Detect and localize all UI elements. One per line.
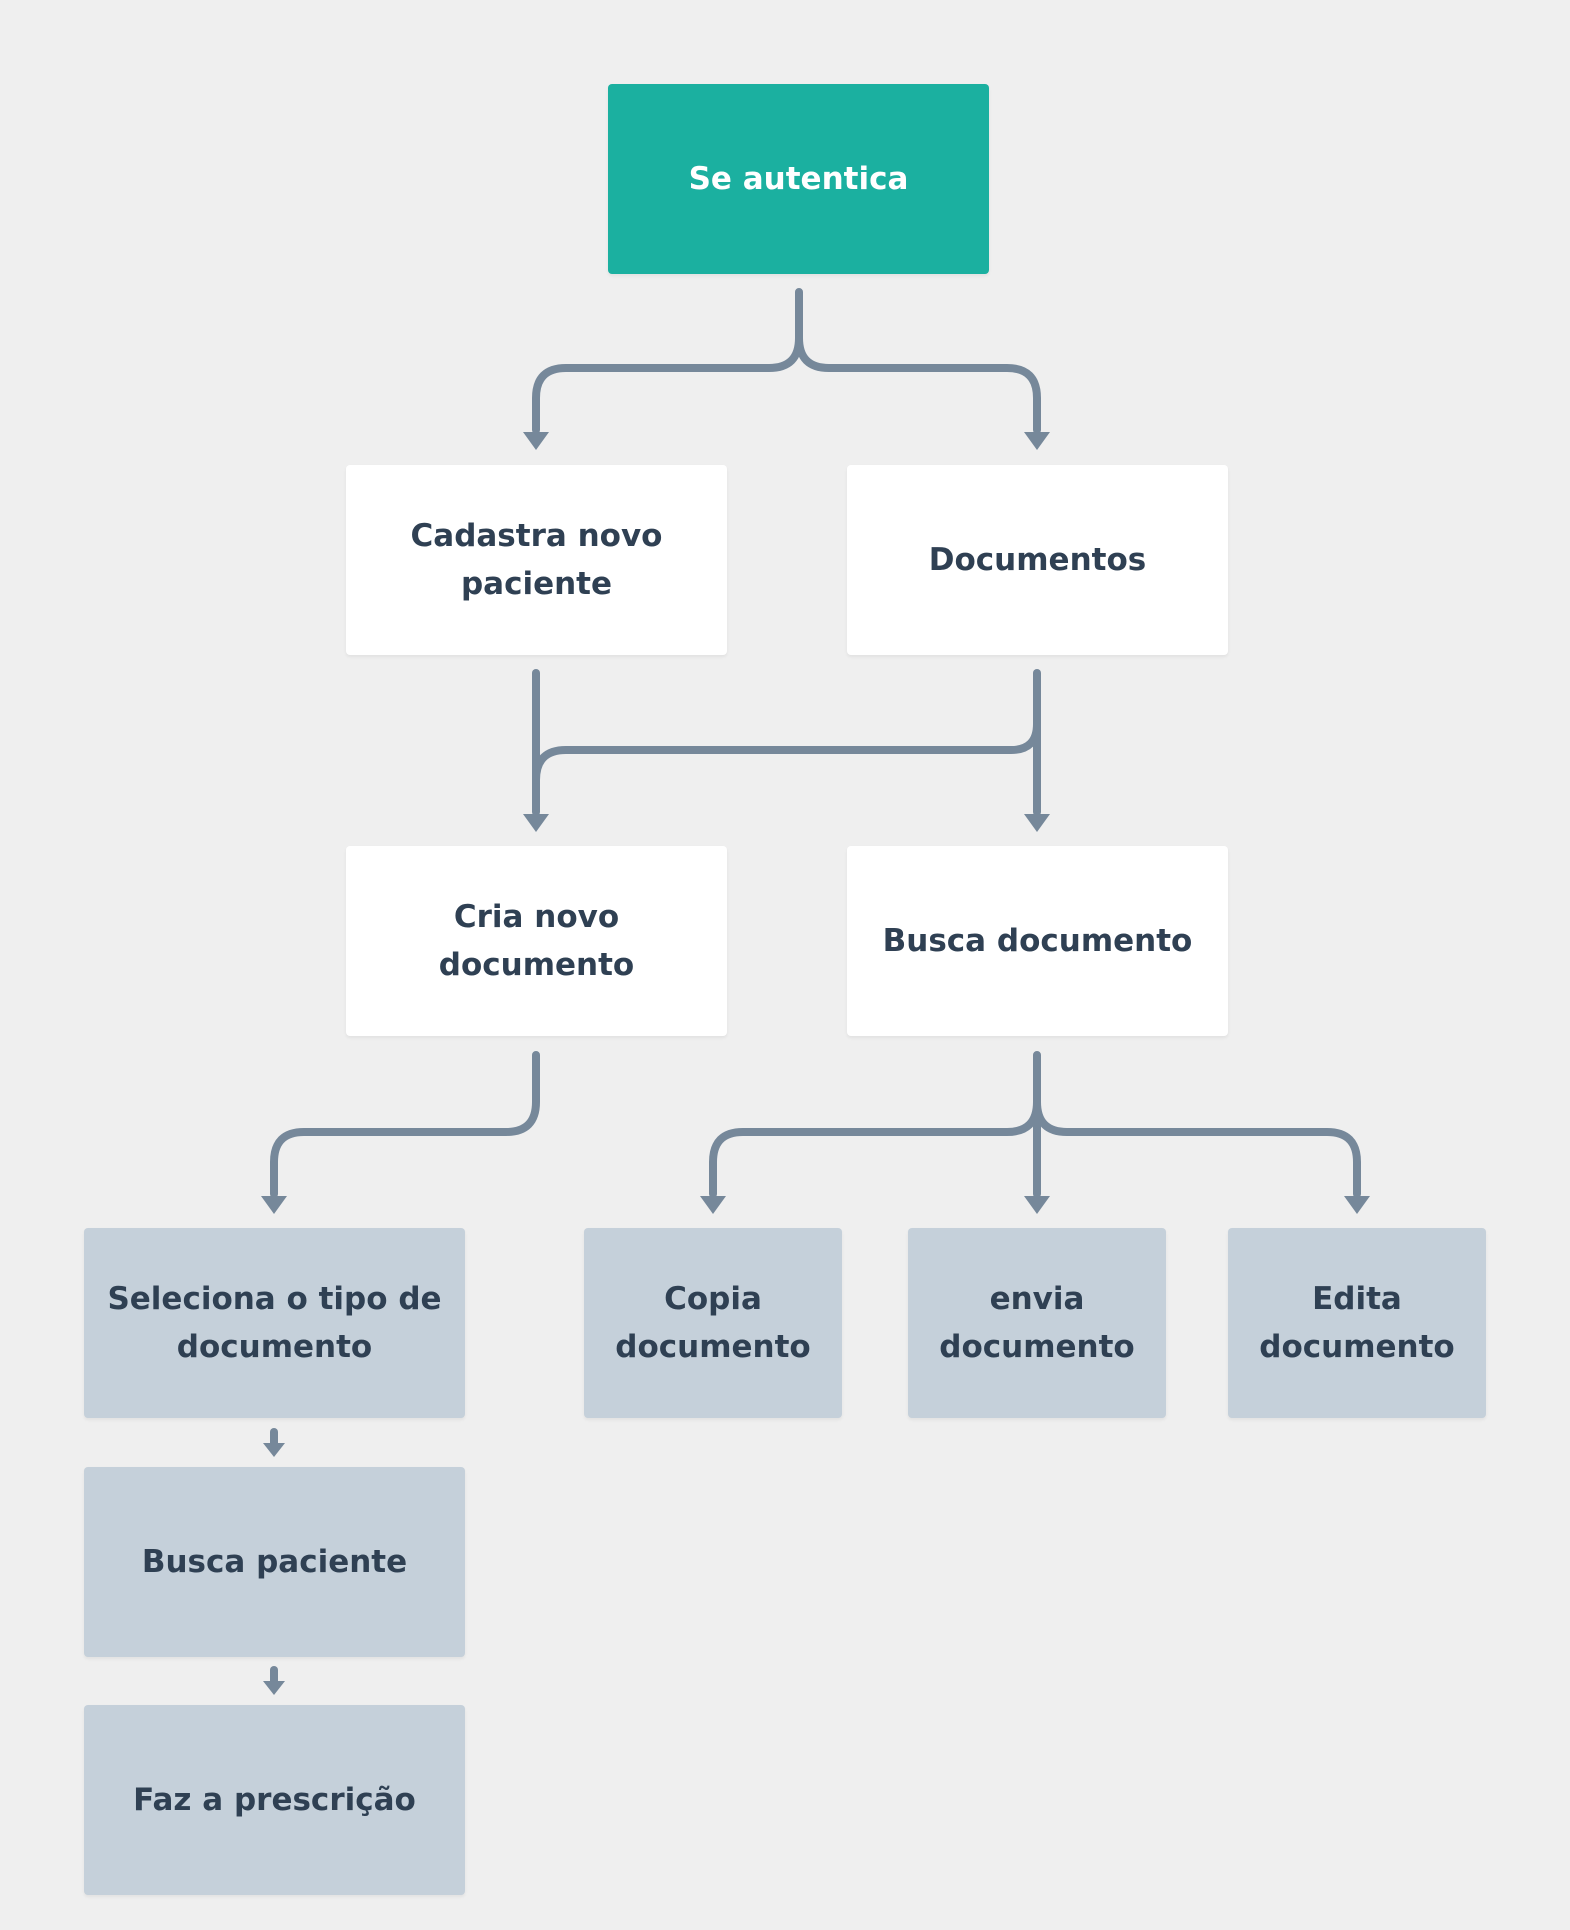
node-label: Cria novo documento <box>438 899 635 983</box>
node-documentos[interactable]: Documentos <box>847 465 1228 655</box>
arrowhead-to-busca-paciente <box>263 1443 285 1457</box>
arrowhead-auth-cadastra <box>523 432 549 450</box>
node-label: Se autentica <box>688 161 909 197</box>
node-edita-documento[interactable]: Edita documento <box>1228 1228 1486 1418</box>
node-label: Edita documento <box>1259 1281 1455 1365</box>
node-label: envia documento <box>939 1281 1135 1365</box>
node-label: Busca documento <box>882 923 1193 959</box>
node-cria-novo-documento[interactable]: Cria novo documento <box>346 846 727 1036</box>
node-faz-a-prescricao[interactable]: Faz a prescrição <box>84 1705 465 1895</box>
connector-busca-split <box>709 1051 1361 1198</box>
arrowhead-to-cria <box>523 814 549 832</box>
node-label: Documentos <box>928 542 1147 578</box>
node-cadastra-novo-paciente[interactable]: Cadastra novo paciente <box>346 465 727 655</box>
arrowhead-to-edita <box>1344 1196 1370 1214</box>
node-busca-documento[interactable]: Busca documento <box>847 846 1228 1036</box>
arrowhead-to-envia <box>1024 1196 1050 1214</box>
arrowhead-to-faz-prescricao <box>263 1681 285 1695</box>
node-se-autentica[interactable]: Se autentica <box>608 84 989 274</box>
arrowhead-to-copia <box>700 1196 726 1214</box>
node-label: Busca paciente <box>141 1544 408 1580</box>
node-seleciona-tipo-documento[interactable]: Seleciona o tipo de documento <box>84 1228 465 1418</box>
node-busca-paciente[interactable]: Busca paciente <box>84 1467 465 1657</box>
node-copia-documento[interactable]: Copia documento <box>584 1228 842 1418</box>
connector-crosslink <box>532 720 1041 784</box>
node-label: Cadastra novo paciente <box>410 518 663 602</box>
node-label: Faz a prescrição <box>133 1782 416 1818</box>
arrowhead-to-seleciona <box>261 1196 287 1214</box>
node-label: Copia documento <box>615 1281 811 1365</box>
connector-auth-split <box>532 288 1041 434</box>
node-label: Seleciona o tipo de documento <box>107 1281 442 1365</box>
arrowhead-auth-documentos <box>1024 432 1050 450</box>
arrowhead-to-busca-documento <box>1024 814 1050 832</box>
node-envia-documento[interactable]: envia documento <box>908 1228 1166 1418</box>
connector-cria-seleciona <box>270 1051 540 1198</box>
